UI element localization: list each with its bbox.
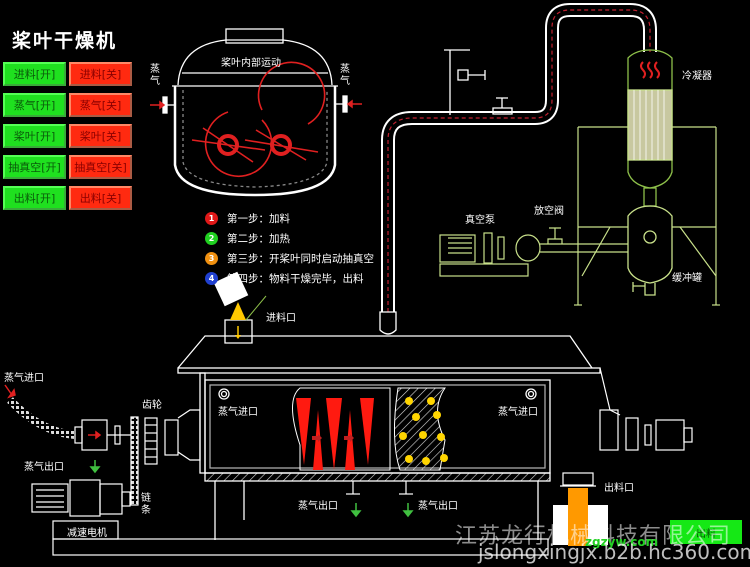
step-number-badge: 4: [205, 271, 218, 285]
feed-off-button[interactable]: 进料[关]: [69, 62, 132, 86]
feed-on-button[interactable]: 进料[开]: [3, 62, 66, 86]
vessel-top-nozzle: [225, 28, 284, 44]
condenser: [627, 49, 673, 296]
steam-flow-arrows: [150, 99, 362, 110]
steam-outlet-left-label: 蒸气出口: [24, 462, 64, 473]
paddle-blades: [292, 387, 448, 471]
watermark-company: 江苏龙行机械科技有限公司: [455, 524, 732, 549]
vacuum-pump-label: 真空泵: [465, 215, 495, 226]
buffer-tank-label: 缓冲罐: [672, 273, 702, 284]
watermark-url: jslongxingjx.b2b.hc360.com: [478, 540, 750, 564]
dryer-body: [177, 319, 601, 540]
step-item: 3 第三步：开桨叶同时启动抽真空: [205, 248, 374, 268]
watermark-badge: 出料: [670, 520, 742, 544]
drive-assembly: [7, 397, 549, 556]
step-number-badge: 1: [205, 211, 218, 225]
step-text: 第一步：加料: [227, 212, 290, 225]
steam-outlet-1-label: 蒸气出口: [298, 501, 338, 512]
paddle-off-button[interactable]: 桨叶[关]: [69, 124, 132, 148]
step-item: 2 第二步：加热: [205, 228, 374, 248]
red-flow-arrows: [4, 384, 102, 440]
vacuum-on-button[interactable]: 抽真空[开]: [3, 155, 66, 179]
step-text: 第三步：开桨叶同时启动抽真空: [227, 252, 374, 265]
steam-inlet-inner-right-label: 蒸气进口: [498, 407, 538, 418]
vacuum-pipe: [379, 3, 657, 335]
steam-label-right: 蒸气: [340, 64, 350, 87]
step-number-badge: 2: [205, 231, 218, 245]
steam-inlet-left-label: 蒸气进口: [4, 373, 44, 384]
discharge-bin: [553, 488, 608, 546]
reducer-motor-label: 减速电机: [67, 528, 107, 539]
step-text: 第二步：加热: [227, 232, 290, 245]
process-steps: 1 第一步：加料 2 第二步：加热 3 第三步：开桨叶同时启动抽真空 4 第四步…: [205, 208, 374, 288]
steam-label-left: 蒸气: [150, 64, 160, 87]
paddle-rotors: [191, 61, 326, 178]
gear-label: 齿轮: [142, 400, 162, 411]
steam-outlet-2-label: 蒸气出口: [418, 501, 458, 512]
cross-section-caption: 桨叶内部运动: [221, 58, 281, 69]
step-text: 第四步：物料干燥完毕，出料: [227, 272, 364, 285]
steam-on-button[interactable]: 蒸气[开]: [3, 93, 66, 117]
watermark-overlay: zgzyw.com: [585, 535, 659, 549]
page-title: 桨叶干燥机: [12, 30, 118, 52]
condenser-label: 冷凝器: [682, 71, 712, 82]
feed-inlet-hopper: [213, 271, 267, 339]
discharge-outlet-label: 出料口: [604, 483, 634, 494]
right-shaft-assembly: [560, 367, 693, 487]
step-item: 4 第四步：物料干燥完毕，出料: [205, 268, 374, 288]
feed-inlet-label: 进料口: [266, 313, 296, 324]
steam-off-button[interactable]: 蒸气[关]: [69, 93, 132, 117]
step-item: 1 第一步：加料: [205, 208, 374, 228]
green-down-arrows: [89, 460, 414, 518]
steam-outlet-pipes: [346, 481, 413, 495]
discharge-off-button[interactable]: 出料[关]: [69, 186, 132, 210]
step-number-badge: 3: [205, 251, 218, 265]
steam-inlet-inner-left-label: 蒸气进口: [218, 407, 258, 418]
chain-label: 链条: [141, 493, 151, 516]
vent-valve-label: 放空阀: [534, 206, 564, 217]
vacuum-pump: [439, 227, 628, 277]
discharge-on-button[interactable]: 出料[开]: [3, 186, 66, 210]
vacuum-off-button[interactable]: 抽真空[关]: [69, 155, 132, 179]
paddle-on-button[interactable]: 桨叶[开]: [3, 124, 66, 148]
